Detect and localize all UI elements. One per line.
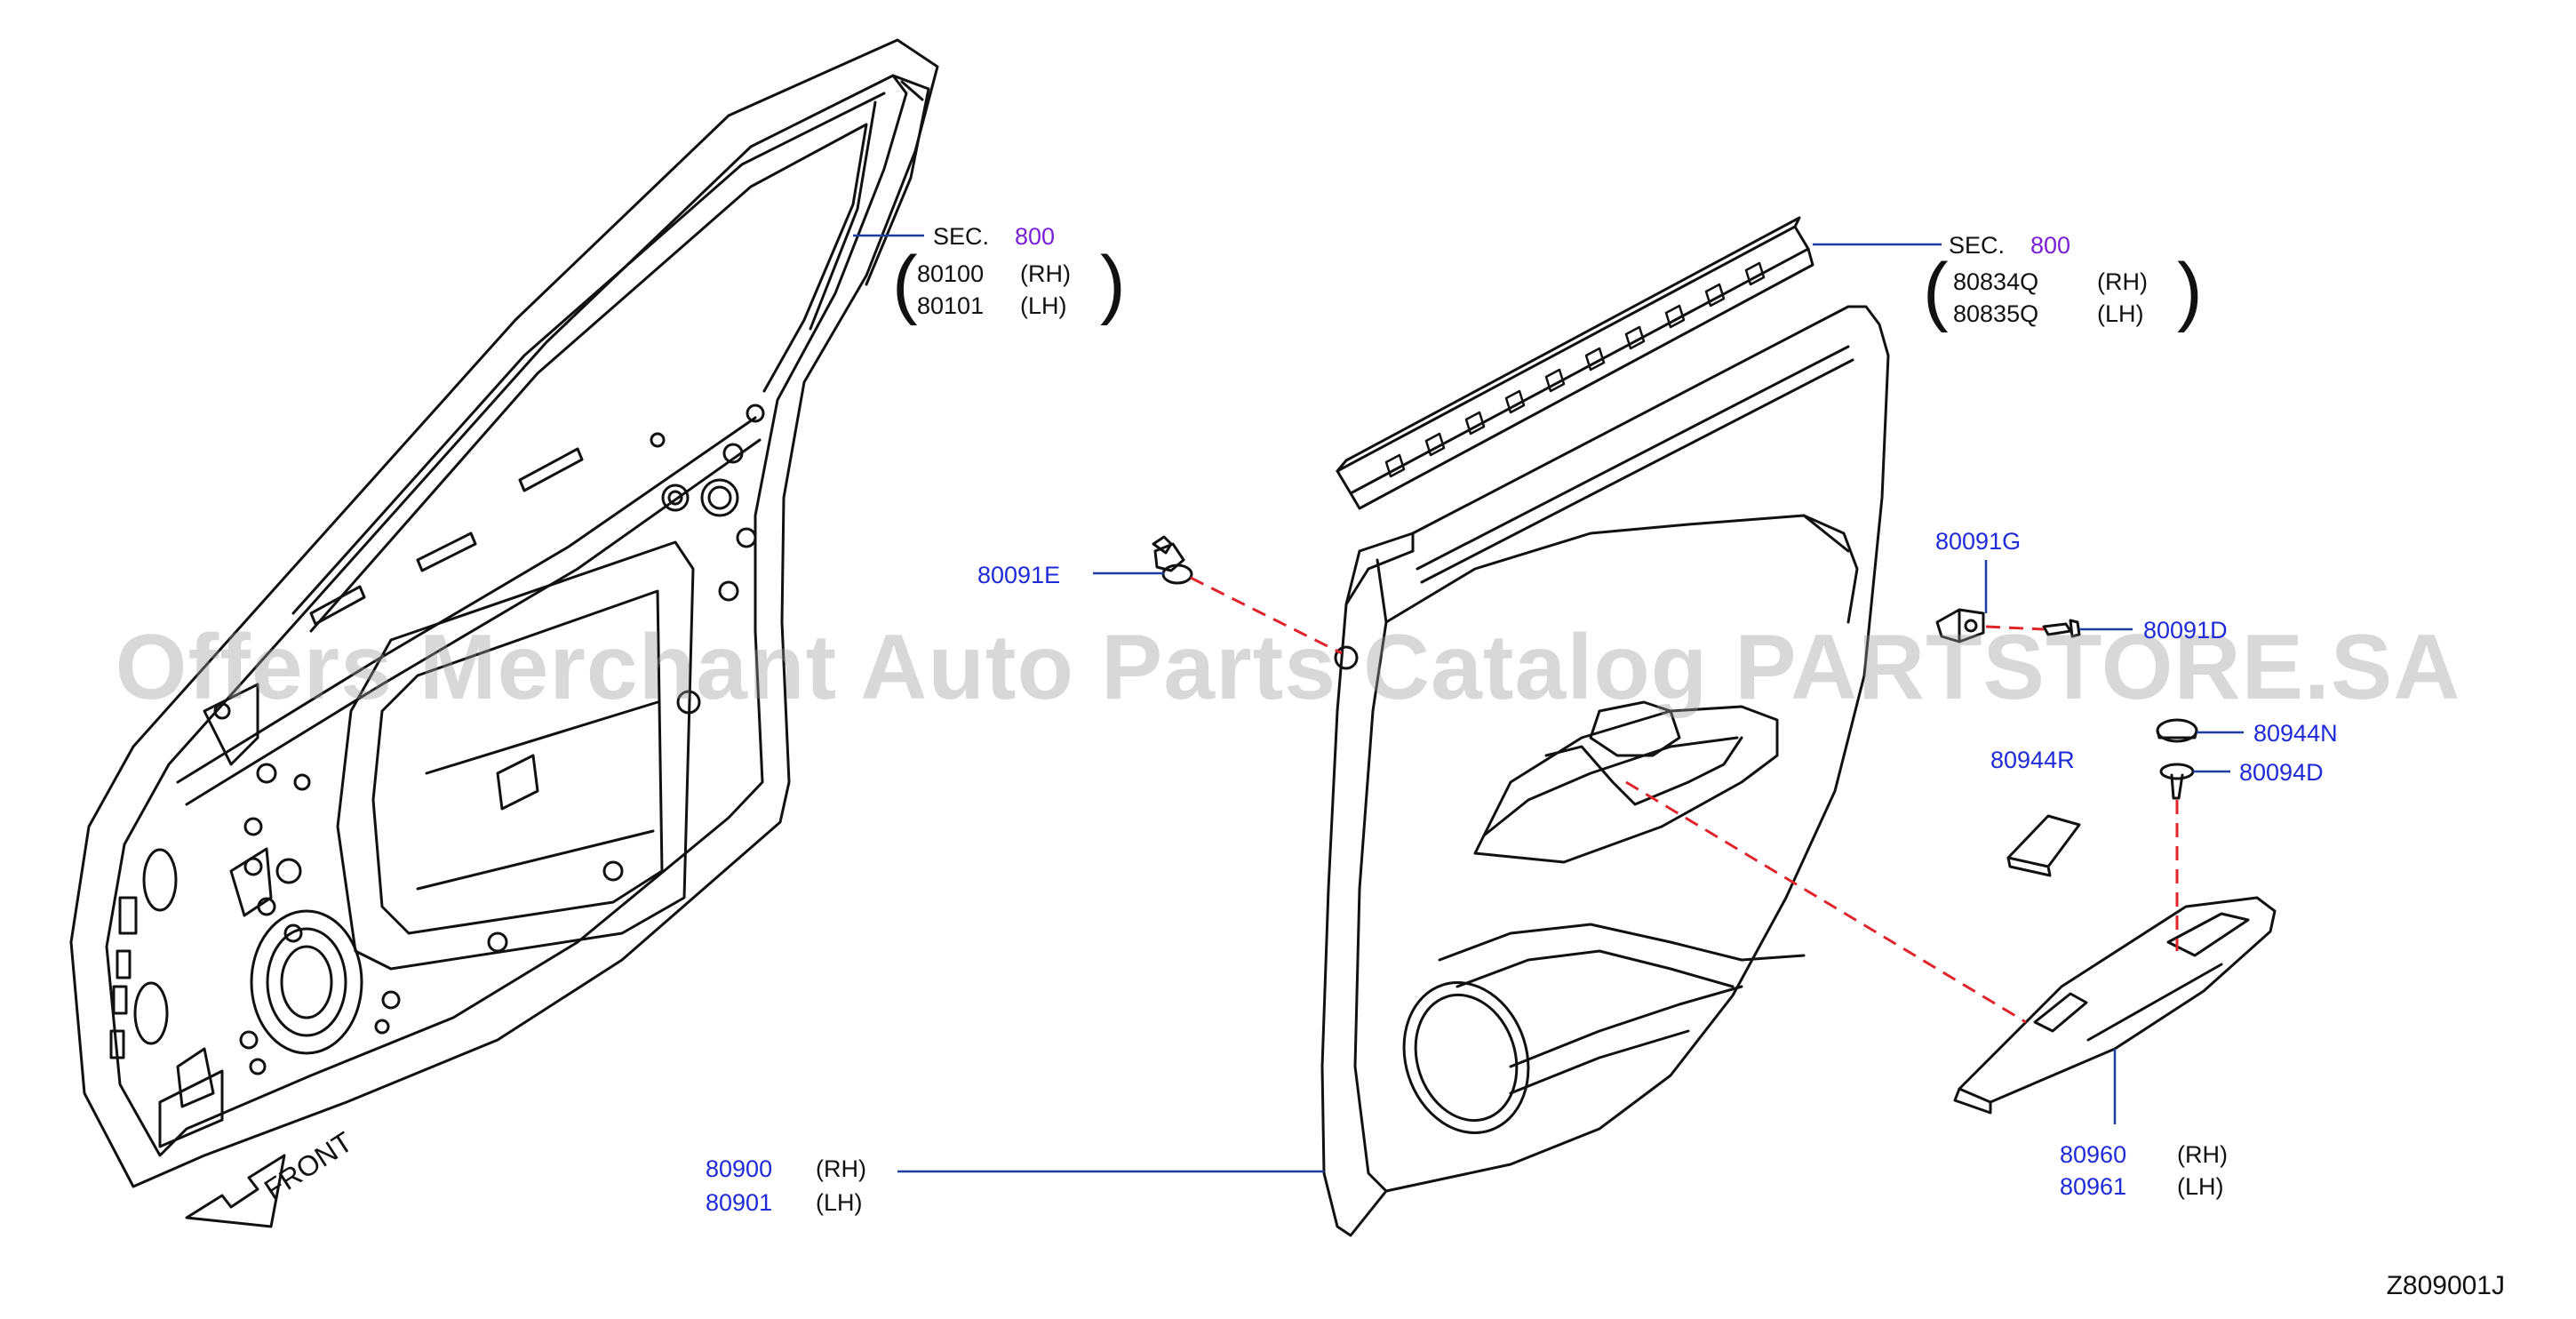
part-label-80094d[interactable]: 80094D	[2239, 759, 2324, 786]
side-lh: (LH)	[2177, 1173, 2224, 1200]
sec-link-800[interactable]: 800	[1015, 223, 1056, 250]
armrest-80960-drawing	[1953, 896, 2277, 1115]
part-label-80944n[interactable]: 80944N	[2253, 720, 2338, 747]
cap-80944n-drawing	[2156, 718, 2198, 743]
diagram-code: Z809001J	[2386, 1271, 2505, 1300]
part-number-rh[interactable]: 80900	[706, 1155, 773, 1182]
open-bracket: (	[1923, 248, 1949, 333]
side-rh: (RH)	[2177, 1141, 2228, 1168]
side-rh: (RH)	[816, 1155, 866, 1182]
part-number-lh[interactable]: 80101	[917, 292, 985, 319]
part-number-rh[interactable]: 80960	[2060, 1141, 2127, 1168]
bracket-80091g-drawing	[1935, 608, 1985, 644]
part-number-lh[interactable]: 80901	[706, 1189, 773, 1216]
part-label-80091g[interactable]: 80091G	[1935, 528, 2022, 555]
open-bracket: (	[892, 241, 918, 326]
clip-80094d-drawing	[2159, 763, 2195, 800]
part-label-80091e[interactable]: 80091E	[977, 562, 1061, 588]
part-label-80091d[interactable]: 80091D	[2143, 617, 2228, 644]
part-number-lh[interactable]: 80961	[2060, 1173, 2127, 1200]
side-lh: (LH)	[816, 1189, 863, 1216]
side-rh: (RH)	[2097, 268, 2148, 295]
front-arrow-icon	[185, 1154, 286, 1228]
guide-line-80091g	[1985, 625, 2045, 631]
guide-line-80091e	[1190, 576, 1343, 655]
side-lh: (LH)	[2097, 300, 2144, 327]
part-number-rh[interactable]: 80834Q	[1953, 268, 2039, 295]
pad-80944r-drawing	[2006, 814, 2081, 877]
door-finisher-drawing	[1320, 305, 1890, 1237]
close-bracket: )	[1100, 241, 1126, 326]
screw-80091d-drawing	[2042, 619, 2081, 638]
part-label-80944r[interactable]: 80944R	[1990, 747, 2075, 773]
sec-prefix: SEC.	[1949, 232, 2006, 259]
part-number-rh[interactable]: 80100	[917, 260, 985, 287]
part-number-lh[interactable]: 80835Q	[1953, 300, 2039, 327]
clip-80091e-drawing	[1152, 535, 1193, 585]
side-lh: (LH)	[1020, 292, 1067, 319]
belt-weatherstrip-drawing	[1336, 216, 1814, 510]
front-door-panel-drawing	[69, 38, 939, 1188]
side-rh: (RH)	[1020, 260, 1071, 287]
sec-prefix: SEC.	[933, 223, 990, 250]
guide-line-armrest	[1625, 780, 2027, 1024]
close-bracket: )	[2177, 248, 2203, 333]
sec-link-800[interactable]: 800	[2030, 232, 2071, 259]
watermark-text: Offers Merchant Auto Parts Catalog PARTS…	[115, 616, 2461, 719]
